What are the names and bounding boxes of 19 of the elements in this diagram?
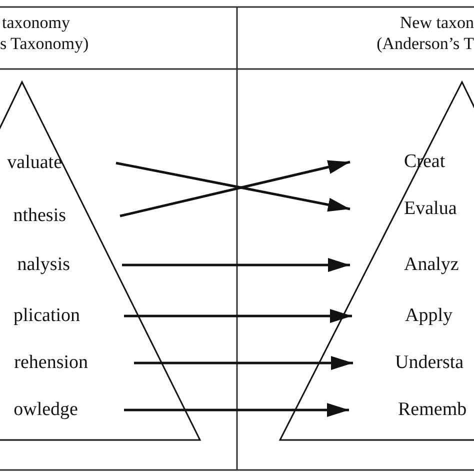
arrow xyxy=(122,258,350,272)
level-label: valuate xyxy=(7,153,62,173)
level-label: Apply xyxy=(405,306,452,326)
level-label: rehension xyxy=(14,353,88,373)
level-label: Rememb xyxy=(398,400,467,420)
column-heading: taxonomy xyxy=(2,13,70,33)
arrow xyxy=(124,403,349,417)
column-heading: (Anderson’s T xyxy=(376,34,474,54)
level-label: nalysis xyxy=(17,255,70,275)
arrow xyxy=(124,309,352,323)
level-label: nthesis xyxy=(13,206,66,226)
column-heading: New taxon xyxy=(400,13,474,33)
level-label: plication xyxy=(14,306,80,326)
level-label: Understa xyxy=(395,353,464,373)
level-label: owledge xyxy=(14,400,78,420)
level-label: Analyz xyxy=(404,255,459,275)
level-label: Evalua xyxy=(404,199,457,219)
arrow xyxy=(134,356,353,370)
column-heading: s Taxonomy) xyxy=(0,34,89,54)
